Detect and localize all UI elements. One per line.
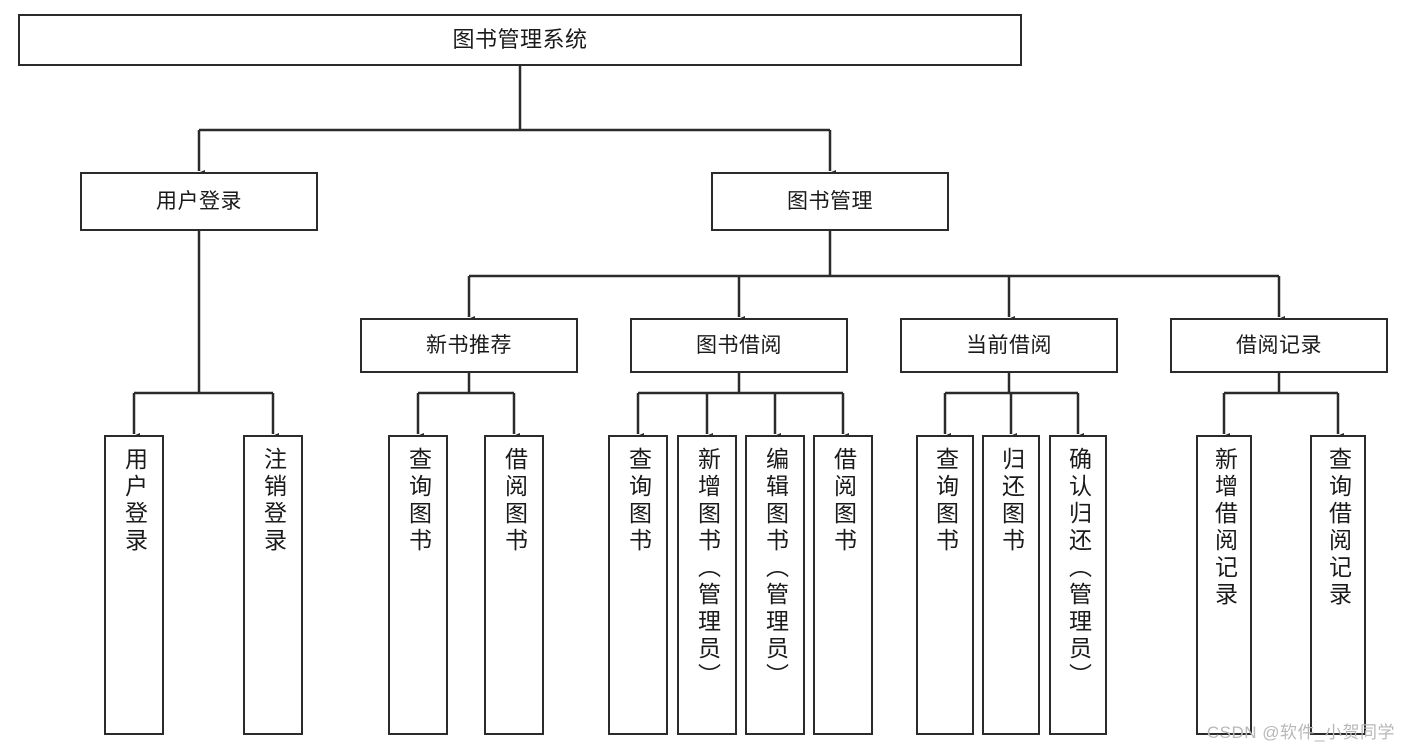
- node-label: 用户登录: [156, 189, 242, 213]
- node-borrow-record[interactable]: 借阅记录: [1170, 318, 1388, 373]
- node-label: 归还图书: [998, 447, 1025, 555]
- node-label: 查询图书: [932, 447, 959, 555]
- node-book-borrow[interactable]: 图书借阅: [630, 318, 848, 373]
- node-label: 用户登录: [121, 447, 148, 555]
- node-leaf-borrow-book-2[interactable]: 借阅图书: [813, 435, 873, 735]
- node-leaf-query-book-1[interactable]: 查询图书: [388, 435, 448, 735]
- node-leaf-user-login[interactable]: 用户登录: [104, 435, 164, 735]
- node-label: 当前借阅: [966, 333, 1052, 357]
- node-label: 借阅记录: [1236, 333, 1322, 357]
- node-label: 图书管理: [787, 189, 873, 213]
- node-book-manage[interactable]: 图书管理: [711, 172, 949, 231]
- node-leaf-user-logout[interactable]: 注销登录: [243, 435, 303, 735]
- node-label: 编辑图书（管理员）: [762, 447, 789, 690]
- node-label: 图书管理系统: [452, 26, 588, 52]
- node-leaf-add-book[interactable]: 新增图书（管理员）: [677, 435, 737, 735]
- node-root[interactable]: 图书管理系统: [18, 14, 1022, 66]
- node-label: 新增借阅记录: [1211, 447, 1238, 609]
- node-label: 注销登录: [260, 447, 287, 555]
- node-label: 借阅图书: [501, 447, 528, 555]
- node-user-login[interactable]: 用户登录: [80, 172, 318, 231]
- node-leaf-edit-book[interactable]: 编辑图书（管理员）: [745, 435, 805, 735]
- node-new-book-rec[interactable]: 新书推荐: [360, 318, 578, 373]
- node-leaf-query-book-3[interactable]: 查询图书: [916, 435, 974, 735]
- node-label: 查询图书: [625, 447, 652, 555]
- node-leaf-query-book-2[interactable]: 查询图书: [608, 435, 668, 735]
- node-label: 图书借阅: [696, 333, 782, 357]
- node-label: 借阅图书: [830, 447, 857, 555]
- node-label: 新书推荐: [426, 333, 512, 357]
- node-leaf-borrow-book-1[interactable]: 借阅图书: [484, 435, 544, 735]
- node-leaf-confirm-return[interactable]: 确认归还（管理员）: [1049, 435, 1107, 735]
- node-current-borrow[interactable]: 当前借阅: [900, 318, 1118, 373]
- node-label: 确认归还（管理员）: [1065, 447, 1092, 690]
- node-label: 查询图书: [405, 447, 432, 555]
- node-leaf-add-record[interactable]: 新增借阅记录: [1196, 435, 1252, 735]
- node-leaf-return-book[interactable]: 归还图书: [982, 435, 1040, 735]
- node-leaf-query-record[interactable]: 查询借阅记录: [1310, 435, 1366, 735]
- node-label: 查询借阅记录: [1325, 447, 1352, 609]
- node-label: 新增图书（管理员）: [694, 447, 721, 690]
- watermark-label: CSDN @软件_小贺同学: [1206, 723, 1395, 742]
- connector-lines: [128, 66, 1344, 443]
